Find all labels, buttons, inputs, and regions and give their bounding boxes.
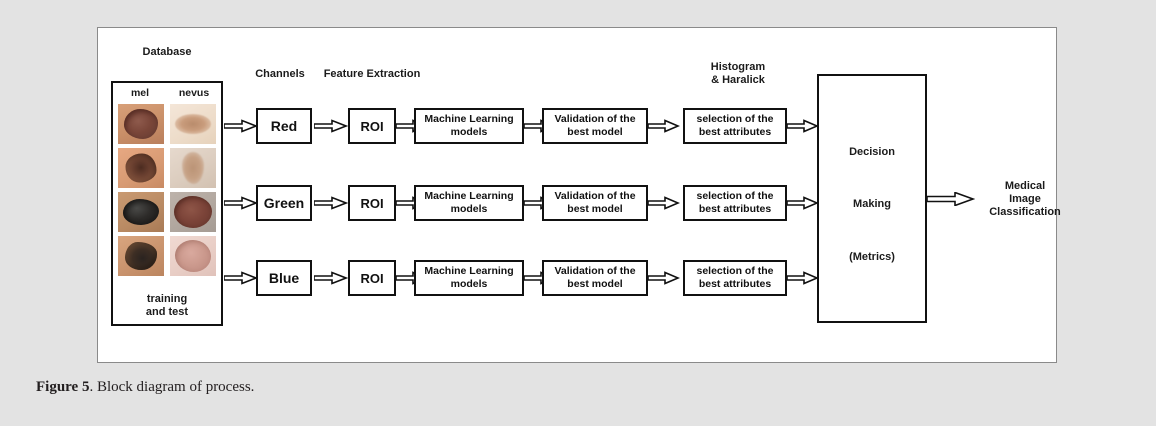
database-panel: mel nevus training and test bbox=[111, 81, 223, 326]
arrow-database-to-green bbox=[224, 196, 258, 210]
arrow-validation-to-selection-row-2 bbox=[648, 196, 680, 210]
selection-box-row-2[interactable]: selection of the best attributes bbox=[683, 185, 787, 221]
channel-box-green[interactable]: Green bbox=[256, 185, 312, 221]
ml-models-box-row-1[interactable]: Machine Learning models bbox=[414, 108, 524, 144]
lesion-shape bbox=[124, 109, 158, 139]
lesion-shape bbox=[182, 152, 204, 184]
lesion-shape bbox=[125, 153, 157, 183]
arrow-selection-to-decision-row-1 bbox=[787, 119, 819, 133]
lesion-shape bbox=[174, 196, 212, 228]
arrow-database-to-blue bbox=[224, 271, 258, 285]
roi-box-row-1[interactable]: ROI bbox=[348, 108, 396, 144]
channels-header: Channels bbox=[255, 68, 305, 80]
thumbnail-grid bbox=[118, 104, 220, 276]
lesion-shape bbox=[125, 242, 157, 270]
figure-caption-text: . Block diagram of process. bbox=[89, 379, 255, 395]
melanoma-thumbnail-3 bbox=[118, 192, 164, 232]
arrow-green-to-roi bbox=[314, 196, 348, 210]
column-header-nevus: nevus bbox=[178, 87, 210, 99]
figure-panel: Database Channels Feature Extraction His… bbox=[97, 27, 1061, 363]
column-header-mel: mel bbox=[130, 87, 150, 99]
validation-box-row-2[interactable]: Validation of the best model bbox=[542, 185, 648, 221]
lesion-shape bbox=[175, 240, 211, 272]
decision-line-3: (Metrics) bbox=[849, 251, 895, 263]
validation-box-row-3[interactable]: Validation of the best model bbox=[542, 260, 648, 296]
arrow-selection-to-decision-row-3 bbox=[787, 271, 819, 285]
nevus-thumbnail-2 bbox=[170, 148, 216, 188]
output-label: Medical Image Classification bbox=[989, 180, 1061, 218]
arrow-validation-to-selection-row-3 bbox=[648, 271, 680, 285]
arrow-database-to-red bbox=[224, 119, 258, 133]
roi-box-row-2[interactable]: ROI bbox=[348, 185, 396, 221]
arrow-decision-to-output bbox=[927, 192, 975, 206]
decision-line-1: Decision bbox=[849, 146, 895, 158]
arrow-red-to-roi bbox=[314, 119, 348, 133]
lesion-shape bbox=[123, 199, 159, 225]
validation-box-row-1[interactable]: Validation of the best model bbox=[542, 108, 648, 144]
figure-caption: Figure 5. Block diagram of process. bbox=[36, 379, 254, 396]
melanoma-thumbnail-4 bbox=[118, 236, 164, 276]
selection-box-row-1[interactable]: selection of the best attributes bbox=[683, 108, 787, 144]
lesion-shape bbox=[175, 114, 211, 134]
figure-caption-label: Figure 5 bbox=[36, 379, 90, 395]
decision-making-box[interactable]: Decision Making (Metrics) bbox=[817, 74, 927, 323]
channel-box-blue[interactable]: Blue bbox=[256, 260, 312, 296]
nevus-thumbnail-3 bbox=[170, 192, 216, 232]
block-diagram: Database Channels Feature Extraction His… bbox=[98, 28, 1061, 362]
ml-models-box-row-3[interactable]: Machine Learning models bbox=[414, 260, 524, 296]
arrow-selection-to-decision-row-2 bbox=[787, 196, 819, 210]
nevus-thumbnail-4 bbox=[170, 236, 216, 276]
database-footer-label: training and test bbox=[145, 293, 189, 318]
melanoma-thumbnail-1 bbox=[118, 104, 164, 144]
channel-box-red[interactable]: Red bbox=[256, 108, 312, 144]
feature-extraction-header: Feature Extraction bbox=[323, 68, 421, 80]
selection-box-row-3[interactable]: selection of the best attributes bbox=[683, 260, 787, 296]
arrow-validation-to-selection-row-1 bbox=[648, 119, 680, 133]
arrow-blue-to-roi bbox=[314, 271, 348, 285]
database-header: Database bbox=[142, 46, 192, 58]
ml-models-box-row-2[interactable]: Machine Learning models bbox=[414, 185, 524, 221]
roi-box-row-3[interactable]: ROI bbox=[348, 260, 396, 296]
histogram-haralick-header: Histogram & Haralick bbox=[710, 61, 766, 86]
nevus-thumbnail-1 bbox=[170, 104, 216, 144]
database-column-headers: mel nevus bbox=[113, 87, 221, 99]
decision-line-2: Making bbox=[853, 198, 891, 210]
melanoma-thumbnail-2 bbox=[118, 148, 164, 188]
